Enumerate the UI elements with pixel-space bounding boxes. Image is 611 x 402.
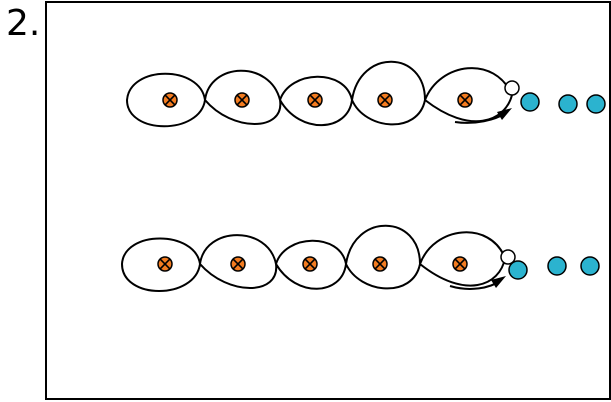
circle-cross-icon xyxy=(302,256,318,272)
open-circle-icon xyxy=(500,249,516,265)
filled-circle-icon xyxy=(508,260,528,280)
figure-number: 2. xyxy=(6,3,41,44)
loop-chain-path xyxy=(120,224,507,292)
circle-cross-icon xyxy=(452,256,468,272)
circle-cross-icon xyxy=(457,92,473,108)
circle-cross-icon xyxy=(234,92,250,108)
filled-circle-icon xyxy=(520,92,540,112)
arrowhead-icon xyxy=(497,108,512,120)
filled-circle-icon xyxy=(580,256,600,276)
circle-cross-icon xyxy=(377,92,393,108)
arrowhead-icon xyxy=(491,276,506,288)
circle-cross-icon xyxy=(157,256,173,272)
filled-circle-icon xyxy=(586,94,606,114)
loop-chain-path xyxy=(125,60,514,128)
filled-circle-icon xyxy=(558,94,578,114)
figure-frame xyxy=(45,1,611,400)
top-row xyxy=(125,60,514,128)
circle-cross-icon xyxy=(372,256,388,272)
circle-cross-icon xyxy=(230,256,246,272)
filled-circle-icon xyxy=(547,256,567,276)
circle-cross-icon xyxy=(307,92,323,108)
circle-cross-icon xyxy=(162,92,178,108)
bottom-row xyxy=(120,224,507,292)
markers-layer xyxy=(157,80,606,280)
open-circle-icon xyxy=(504,80,520,96)
